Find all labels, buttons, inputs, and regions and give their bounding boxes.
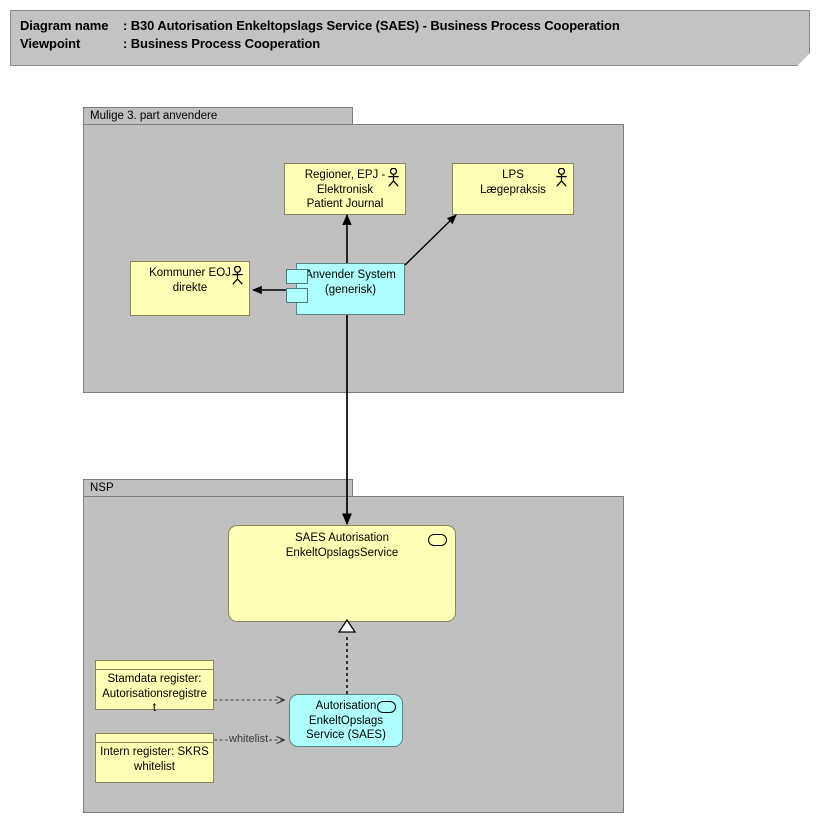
component-icon (286, 288, 308, 303)
node-intern-register-label: Intern register: SKRS whitelist (100, 746, 209, 773)
viewpoint-label: Viewpoint (20, 36, 81, 51)
data-object-band (96, 661, 213, 670)
viewpoint-value: Business Process Cooperation (130, 36, 321, 51)
connector-anvender-to-lps (404, 214, 457, 266)
node-stamdata-register-label: Stamdata register: Autorisationsregistre… (102, 673, 207, 714)
actor-icon (232, 266, 243, 285)
diagram-name-line: Diagram name: B30 Autorisation Enkeltops… (20, 18, 620, 33)
node-autorisation-enkeltopslags-service-label: Autorisation EnkeltOpslags Service (SAES… (306, 700, 386, 741)
actor-icon (556, 168, 567, 187)
node-kommuner-eoj-label: Kommuner EOJ direkte (149, 267, 231, 294)
node-stamdata-register[interactable]: Stamdata register: Autorisationsregistre… (95, 660, 214, 714)
diagram-name-value: B30 Autorisation Enkeltopslags Service (… (130, 18, 620, 33)
diagram-title-note: Diagram name: B30 Autorisation Enkeltops… (10, 10, 810, 66)
node-anvender-system[interactable]: Anvender System (generisk) (296, 263, 405, 315)
diagram-name-label: Diagram name (20, 18, 109, 33)
node-autorisation-enkeltopslags-service[interactable]: Autorisation EnkeltOpslags Service (SAES… (289, 694, 403, 747)
node-saes-autorisation-service[interactable]: SAES Autorisation EnkeltOpslagsService (228, 525, 456, 622)
node-intern-register[interactable]: Intern register: SKRS whitelist (95, 733, 214, 783)
group-tab-nsp[interactable]: NSP (83, 479, 353, 496)
node-lps-laegepraksis[interactable]: LPS Lægepraksis (452, 163, 574, 215)
actor-icon (388, 168, 399, 187)
node-lps-laegepraksis-label: LPS Lægepraksis (480, 169, 546, 196)
data-object-band (96, 734, 213, 743)
component-icon (286, 269, 308, 284)
group-tab-third-party[interactable]: Mulige 3. part anvendere (83, 107, 353, 124)
viewpoint-line: Viewpoint: Business Process Cooperation (20, 36, 320, 51)
node-regioner-epj[interactable]: Regioner, EPJ - Elektronisk Patient Jour… (284, 163, 406, 215)
edge-label-whitelist: whitelist (228, 733, 270, 745)
node-anvender-system-label: Anvender System (generisk) (305, 269, 396, 296)
connector-autorisation-realizes-saes-service (337, 618, 357, 694)
viewpoint-separator: : (123, 36, 131, 51)
node-kommuner-eoj[interactable]: Kommuner EOJ direkte (130, 261, 250, 316)
node-regioner-epj-label: Regioner, EPJ - Elektronisk Patient Jour… (304, 169, 386, 210)
node-saes-autorisation-service-label: SAES Autorisation EnkeltOpslagsService (285, 532, 399, 559)
diagram-name-separator: : (123, 18, 131, 33)
service-oval-icon (428, 534, 447, 546)
service-oval-icon (377, 701, 396, 713)
